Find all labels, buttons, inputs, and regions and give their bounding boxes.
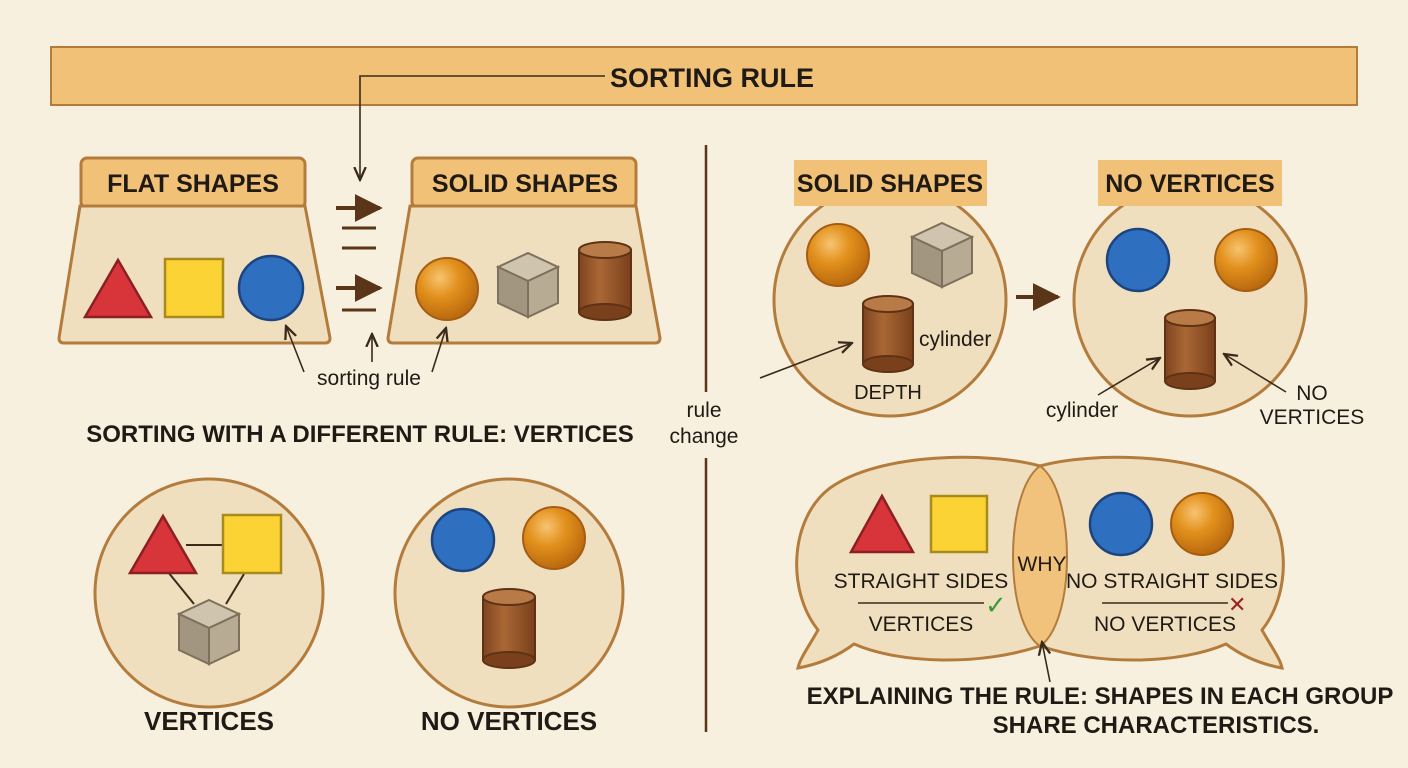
rule-change-line1: rule xyxy=(686,399,721,422)
triangle-shape-2 xyxy=(127,513,199,575)
cylinder-shape-4 xyxy=(1164,309,1216,390)
cylinder-shape xyxy=(578,241,632,321)
banner-title: SORTING RULE xyxy=(610,63,814,93)
no-vertices-pointer xyxy=(1224,354,1287,393)
solid-shapes-header: SOLID SHAPES xyxy=(432,170,618,198)
cylinder-shape-2 xyxy=(482,588,536,669)
no-vertices-label: NO VERTICES xyxy=(421,706,597,736)
cube-shape-2 xyxy=(178,599,240,665)
triangle-shape-3 xyxy=(848,493,916,554)
depth-label: DEPTH xyxy=(854,382,922,404)
solid-shapes-circle-header: SOLID SHAPES xyxy=(797,170,983,198)
solid-shapes-label-box xyxy=(794,160,987,206)
why-pointer xyxy=(1042,642,1050,683)
no-vertices-text: NO VERTICES xyxy=(1094,613,1236,636)
circle-shape-4 xyxy=(1088,491,1154,557)
depth-pointer xyxy=(759,343,852,379)
no-straight-sides-text: NO STRAIGHT SIDES xyxy=(1066,570,1278,593)
vertices-link-2 xyxy=(167,571,195,605)
sorting-rule-caption: sorting rule xyxy=(317,367,421,390)
sphere-shape-5 xyxy=(1170,492,1234,556)
straight-sides-text: STRAIGHT SIDES xyxy=(834,570,1009,593)
triangle-shape xyxy=(82,257,154,319)
cube-shape xyxy=(497,252,559,318)
no-vertices-note-line2: VERTICES xyxy=(1260,406,1365,429)
right-speech-bubble xyxy=(1039,455,1285,670)
circle-shape xyxy=(237,254,305,322)
sphere-shape xyxy=(415,257,479,321)
circle-shape-3 xyxy=(1105,227,1171,293)
square-shape-3 xyxy=(929,494,989,554)
footer-line2: SHARE CHARACTERISTICS. xyxy=(993,712,1320,739)
flat-shapes-header: FLAT SHAPES xyxy=(107,170,279,198)
vertices-label: VERTICES xyxy=(144,706,274,736)
vertices-link-3 xyxy=(225,573,245,605)
no-vertices-circle-header: NO VERTICES xyxy=(1105,170,1274,198)
left-speech-bubble xyxy=(795,455,1041,670)
no-vertices-note-line1: NO xyxy=(1296,382,1328,405)
different-rule-heading: SORTING WITH A DIFFERENT RULE: VERTICES xyxy=(86,421,634,448)
footer-line1: EXPLAINING THE RULE: SHAPES IN EACH GROU… xyxy=(807,683,1394,710)
no-vertices-label-box xyxy=(1098,160,1282,206)
caption-pointer-left xyxy=(286,326,305,373)
caption-pointer-right xyxy=(431,328,446,373)
cylinder-shape-3 xyxy=(862,295,914,373)
cylinder-label: cylinder xyxy=(919,328,991,351)
vertices-text: VERTICES xyxy=(869,613,974,636)
cylinder-pointer xyxy=(1097,358,1160,396)
cube-shape-3 xyxy=(911,222,973,288)
check-mark-icon: ✓ xyxy=(985,591,1007,621)
square-shape xyxy=(163,257,225,319)
circle-shape-2 xyxy=(430,507,496,573)
sphere-shape-4 xyxy=(1214,228,1278,292)
sphere-shape-2 xyxy=(522,506,586,570)
rule-change-line2: change xyxy=(670,425,739,448)
cylinder-label-2: cylinder xyxy=(1046,399,1118,422)
banner-pointer-line xyxy=(360,75,605,180)
banner-bar xyxy=(50,46,1358,106)
square-shape-2 xyxy=(221,513,283,575)
vertices-group-circle xyxy=(93,477,325,709)
why-label: WHY xyxy=(1018,553,1067,576)
sphere-shape-3 xyxy=(806,223,870,287)
cross-mark-icon: ✕ xyxy=(1228,593,1246,618)
